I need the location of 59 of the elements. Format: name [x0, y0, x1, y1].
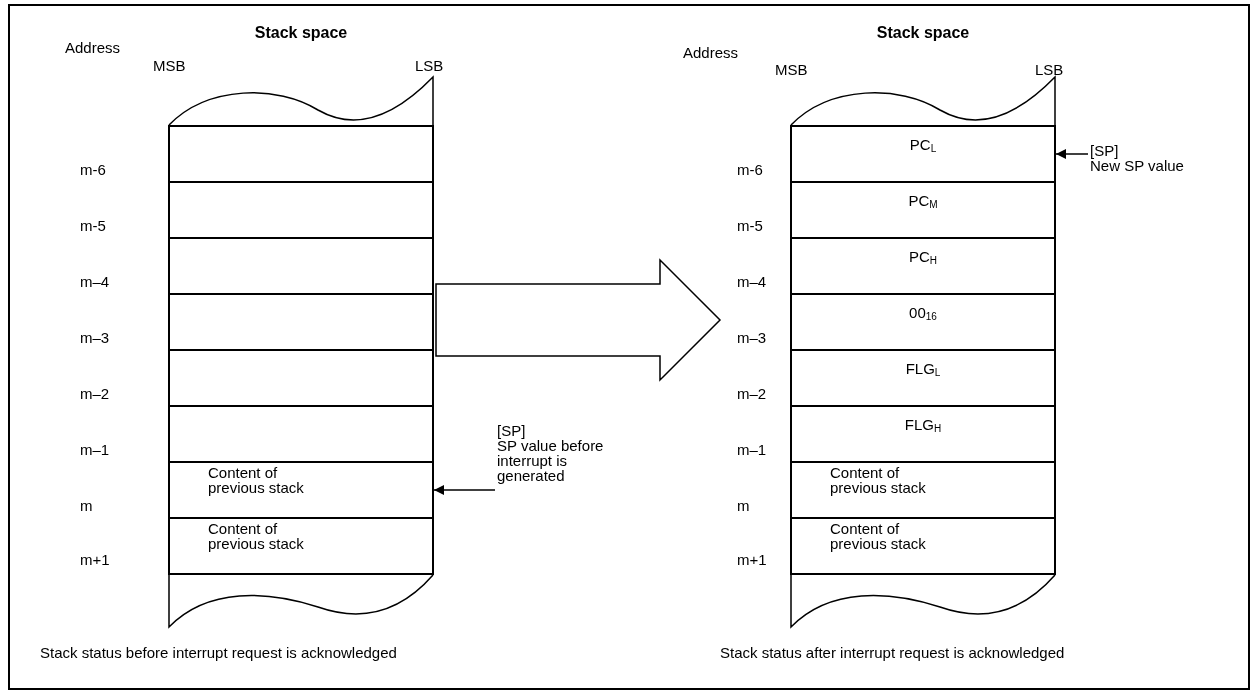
cell-text: FLG$_{H}$: [903, 417, 943, 434]
stack-heading: Stack space: [253, 25, 349, 41]
memory-cell: [168, 405, 434, 463]
axis-label: m–1: [737, 442, 767, 457]
memory-cell: [168, 293, 434, 351]
memory-cell: [168, 181, 434, 239]
axis-label: m–2: [80, 386, 110, 401]
axis-label: m–1: [80, 442, 110, 457]
cell-text: PC$_{H}$: [907, 249, 939, 266]
memory-cell: [790, 517, 1056, 575]
memory-cell: [790, 237, 1056, 295]
memory-cell: [790, 125, 1056, 183]
memory-cell: [790, 461, 1056, 519]
axis-label: Address: [65, 40, 121, 55]
memory-cell: [168, 461, 434, 519]
axis-label: m–4: [737, 274, 767, 289]
axis-label: Address: [683, 45, 739, 60]
axis-label: MSB: [153, 58, 186, 73]
axis-label: m-5: [737, 218, 763, 233]
annotation-text: [SP]: [497, 423, 527, 438]
cell-text: FLG$_{L}$: [904, 361, 942, 378]
figure-caption: Stack status before interrupt request is acknowledged: [40, 645, 397, 660]
block-arrow: [435, 258, 722, 382]
cell-text: Content of previous stack: [830, 465, 927, 495]
annotation-text: SP value before interrupt is generated: [497, 438, 605, 483]
axis-label: m-6: [80, 162, 106, 177]
annotation-text: New SP value: [1090, 158, 1185, 173]
axis-label: m-6: [737, 162, 763, 177]
cell-text: 00$_{16}$: [908, 305, 938, 322]
memory-cell: [790, 405, 1056, 463]
memory-cell: [168, 125, 434, 183]
axis-label: m–4: [80, 274, 110, 289]
axis-label: m+1: [80, 552, 110, 567]
axis-label: m+1: [737, 552, 767, 567]
memory-cell: [168, 349, 434, 407]
memory-cell: [790, 181, 1056, 239]
axis-label: MSB: [775, 62, 808, 77]
axis-label: LSB: [1035, 62, 1064, 77]
pointer-arrow: [433, 485, 496, 495]
annotation-text: [SP]: [1090, 143, 1120, 158]
memory-cell: [168, 517, 434, 575]
figure-caption: Stack status after interrupt request is acknowledged: [720, 645, 1065, 660]
axis-label: m-5: [80, 218, 106, 233]
cell-text: Content of previous stack: [830, 521, 927, 551]
axis-label: LSB: [415, 58, 444, 73]
stack-heading: Stack space: [875, 25, 971, 41]
memory-cell: [168, 237, 434, 295]
axis-label: m: [737, 498, 750, 513]
axis-label: m–2: [737, 386, 767, 401]
axis-label: m: [80, 498, 93, 513]
memory-cell: [790, 293, 1056, 351]
cell-text: PC$_{M}$: [907, 193, 939, 210]
pointer-arrow: [1055, 149, 1089, 159]
axis-label: m–3: [737, 330, 767, 345]
cell-text: PC$_{L}$: [908, 137, 938, 154]
cell-text: Content of previous stack: [208, 465, 305, 495]
axis-label: m–3: [80, 330, 110, 345]
memory-cell: [790, 349, 1056, 407]
cell-text: Content of previous stack: [208, 521, 305, 551]
